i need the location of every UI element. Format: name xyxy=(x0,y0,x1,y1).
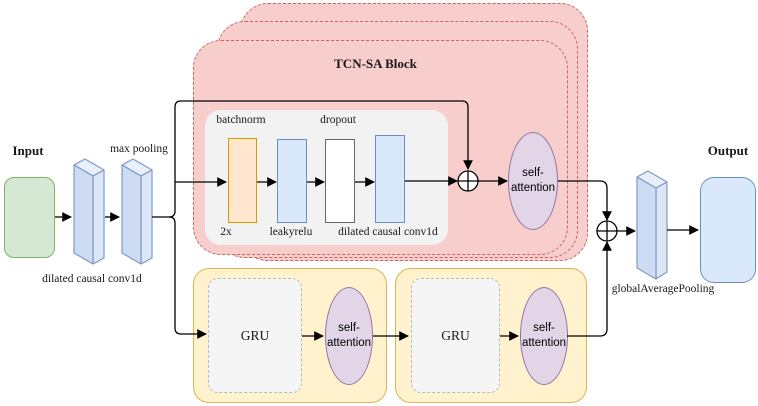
global-average-pooling-slab-icon xyxy=(636,170,668,280)
self-attention-label: self- xyxy=(338,322,360,335)
dilated-conv-label: dilated causal conv1d xyxy=(42,273,142,285)
self-attention-label: self- xyxy=(522,167,544,180)
global-average-pooling-label: globalAveragePooling xyxy=(611,283,715,295)
leakyrelu-layer-box xyxy=(277,139,307,223)
output-add-icon xyxy=(597,221,617,241)
tcn-dilated-conv-label: dilated causal conv1d xyxy=(338,226,438,238)
repeat-2x-label: 2x xyxy=(220,226,232,238)
self-attention-label: attention xyxy=(326,337,372,349)
max-pooling-slab-icon xyxy=(121,158,153,265)
tcn-sa-block-title: TCN-SA Block xyxy=(334,56,417,71)
output-box xyxy=(700,177,756,283)
self-attention-label: attention xyxy=(521,337,567,349)
self-attention-label: self- xyxy=(533,322,555,335)
gru-box-2: GRU xyxy=(411,278,500,393)
leakyrelu-label: leakyrelu xyxy=(269,226,313,238)
tcn-self-attention-ellipse: self- attention xyxy=(508,132,558,230)
gru-label: GRU xyxy=(441,327,470,343)
dilated-conv-slab-icon xyxy=(73,158,105,265)
gru-label: GRU xyxy=(240,327,270,343)
dropout-label: dropout xyxy=(320,114,356,126)
dilated-conv-layer-box xyxy=(375,135,405,223)
gru-self-attention-ellipse-2: self- attention xyxy=(520,287,568,385)
dropout-layer-box xyxy=(325,139,355,223)
output-label: Output xyxy=(707,143,749,158)
batchnorm-label: batchnorm xyxy=(216,114,266,126)
input-label: Input xyxy=(12,143,44,158)
max-pooling-label: max pooling xyxy=(110,143,168,155)
gru-box-1: GRU xyxy=(208,278,302,393)
self-attention-label: attention xyxy=(510,182,556,194)
gru-self-attention-ellipse-1: self- attention xyxy=(325,287,373,385)
input-box xyxy=(4,177,55,258)
batchnorm-layer-box xyxy=(228,138,257,223)
